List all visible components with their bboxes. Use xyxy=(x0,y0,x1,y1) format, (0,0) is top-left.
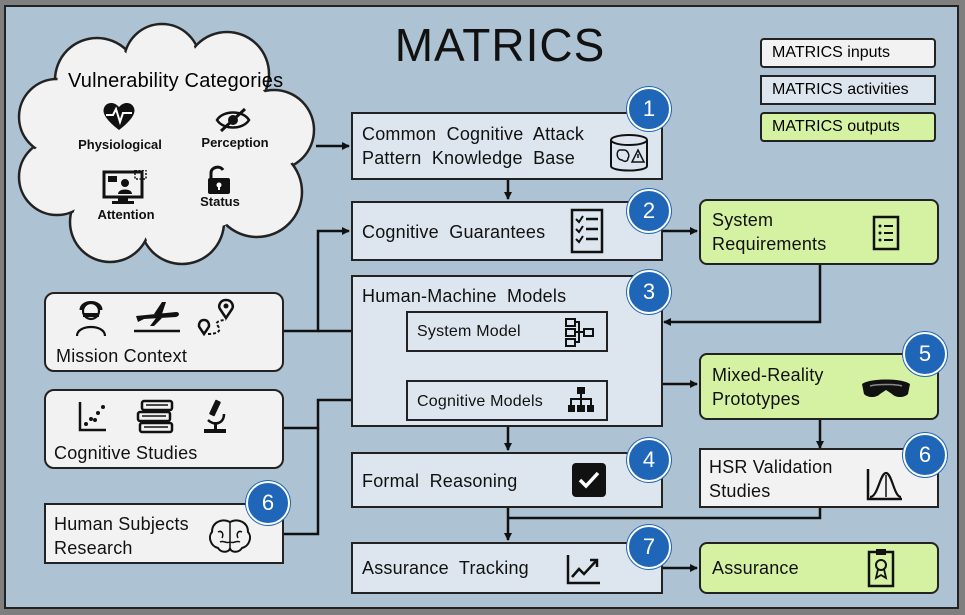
assurance-tracking-box: Assurance Tracking xyxy=(351,542,663,594)
checkbox-checked-icon xyxy=(572,463,606,497)
assurance-tracking-label: Assurance Tracking xyxy=(362,558,529,578)
badge-human-subjects: 6 xyxy=(246,481,290,525)
human-machine-models-label: Human-Machine Models xyxy=(362,286,567,306)
vulnerability-heading: Vulnerability Categories xyxy=(68,70,284,92)
org-chart-icon xyxy=(568,387,594,412)
assurance-label: Assurance xyxy=(712,558,799,578)
vulnerability-status: Status xyxy=(200,194,240,209)
human-subjects-label: Human Subjects Research xyxy=(54,514,189,558)
document-list-icon xyxy=(872,215,900,251)
system-model-label: System Model xyxy=(417,323,521,340)
unlocked-padlock-icon xyxy=(208,165,230,194)
airplane-icon xyxy=(134,302,180,333)
legend-inputs: MATRICS inputs xyxy=(760,38,936,68)
route-pin-icon xyxy=(197,298,234,337)
cognitive-models-box: Cognitive Models xyxy=(406,380,608,421)
cognitive-studies-label: Cognitive Studies xyxy=(54,443,198,463)
system-requirements-box: System Requirements xyxy=(699,199,939,265)
legend-outputs: MATRICS outputs xyxy=(760,112,936,142)
vr-headset-icon xyxy=(862,379,910,397)
eye-slash-icon xyxy=(215,107,251,133)
badge-knowledge-base: 1 xyxy=(627,87,671,131)
hsr-validation-label: HSR Validation Studies xyxy=(709,457,833,501)
heart-rate-icon xyxy=(103,102,135,130)
mission-context-label: Mission Context xyxy=(56,346,188,366)
cognitive-guarantees-box: Cognitive Guarantees xyxy=(351,201,663,261)
badge-formal-reasoning: 4 xyxy=(627,438,671,482)
system-requirements-label: System Requirements xyxy=(712,210,827,254)
brain-icon xyxy=(209,519,251,553)
formal-reasoning-label: Formal Reasoning xyxy=(362,471,518,491)
cognitive-models-label: Cognitive Models xyxy=(417,393,543,410)
trend-chart-icon xyxy=(566,555,600,585)
checklist-icon xyxy=(570,208,604,254)
badge-mixed-reality: 5 xyxy=(903,332,947,376)
knowledge-base-label: Common Cognitive Attack Pattern Knowledg… xyxy=(362,124,585,168)
badge-assurance-tracking: 7 xyxy=(627,525,671,569)
hierarchy-icon xyxy=(565,318,594,347)
line-human-research-join xyxy=(284,428,320,536)
vulnerability-physiological: Physiological xyxy=(78,137,162,152)
database-icon xyxy=(610,134,648,172)
books-icon xyxy=(136,399,174,434)
attention-monitor-icon xyxy=(102,170,147,204)
bell-curve-icon xyxy=(866,469,902,501)
vulnerability-attention: Attention xyxy=(97,207,155,222)
vulnerability-perception: Perception xyxy=(201,135,269,150)
scatter-chart-icon xyxy=(78,402,106,432)
microscope-icon xyxy=(204,399,226,433)
page-title: MATRICS xyxy=(394,19,606,71)
line-hsr-to-tracking xyxy=(508,508,822,520)
badge-hsr-validation: 6 xyxy=(903,433,947,477)
clipboard-badge-icon xyxy=(867,549,895,588)
formal-reasoning-box: Formal Reasoning xyxy=(351,452,663,508)
arrow-requirements-to-models xyxy=(663,265,822,326)
arrow-mission-to-guarantees xyxy=(284,227,350,333)
human-subjects-box: Human Subjects Research xyxy=(44,503,284,564)
badge-cognitive-guarantees: 2 xyxy=(627,189,671,233)
mixed-reality-label: Mixed-Reality Prototypes xyxy=(712,365,824,409)
badge-human-machine-models: 3 xyxy=(627,270,671,314)
pilot-headset-icon xyxy=(75,301,107,337)
legend-activities: MATRICS activities xyxy=(760,75,936,105)
vulnerability-cloud xyxy=(17,22,316,266)
assurance-box: Assurance xyxy=(699,542,939,594)
cognitive-guarantees-label: Cognitive Guarantees xyxy=(362,222,546,242)
